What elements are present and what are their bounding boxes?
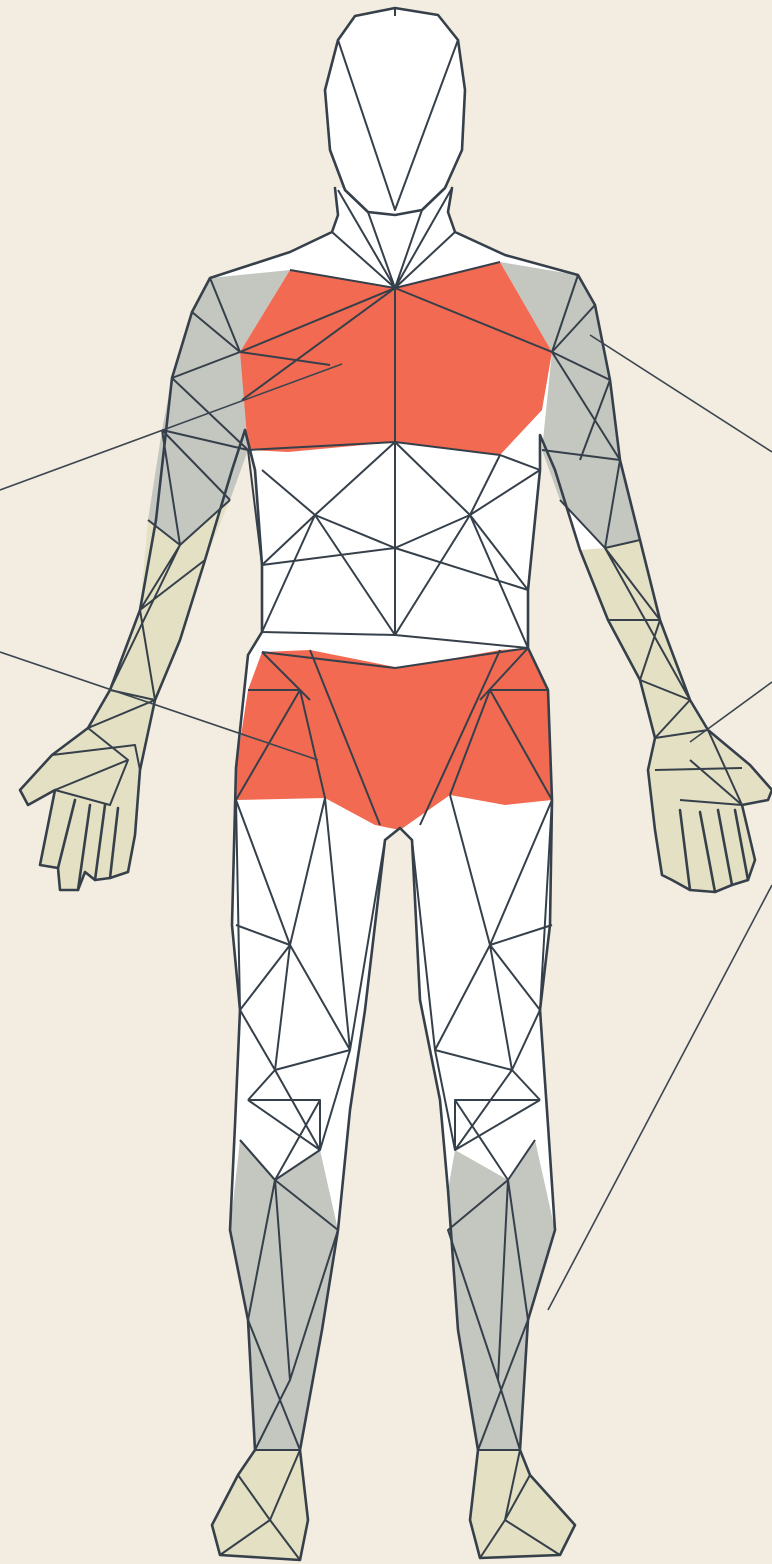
callout-line-hand — [690, 682, 772, 742]
feet-zone — [212, 1450, 575, 1560]
callout-line-lower-leg — [548, 885, 772, 1310]
